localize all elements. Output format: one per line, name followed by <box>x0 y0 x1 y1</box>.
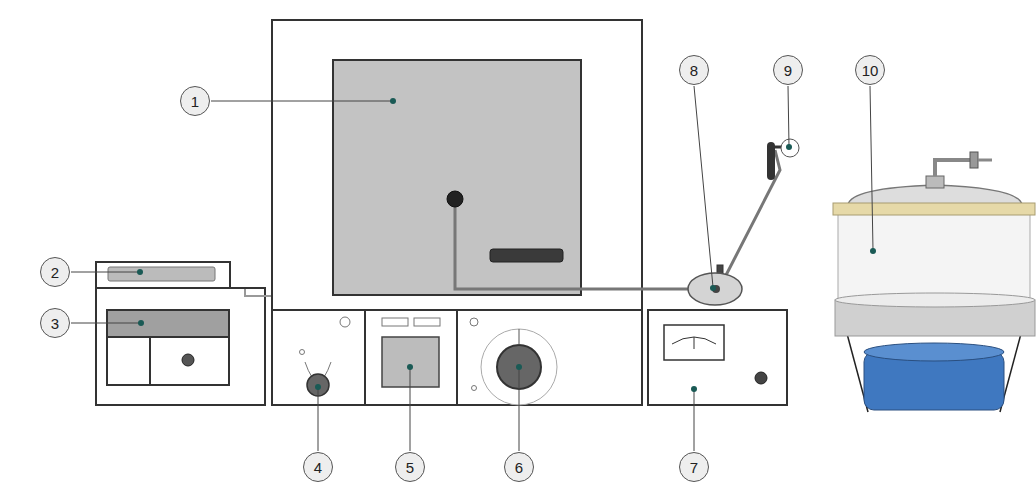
callout-number: 4 <box>303 452 333 482</box>
callout-number: 5 <box>395 452 425 482</box>
callout-number: 7 <box>679 452 709 482</box>
callout-number: 2 <box>40 257 70 287</box>
callout-number: 3 <box>40 308 70 338</box>
callout-number: 1 <box>180 86 210 116</box>
callout-number: 8 <box>679 55 709 85</box>
callout-number: 6 <box>504 452 534 482</box>
callout-number: 9 <box>773 55 803 85</box>
callout-number: 10 <box>855 55 885 85</box>
